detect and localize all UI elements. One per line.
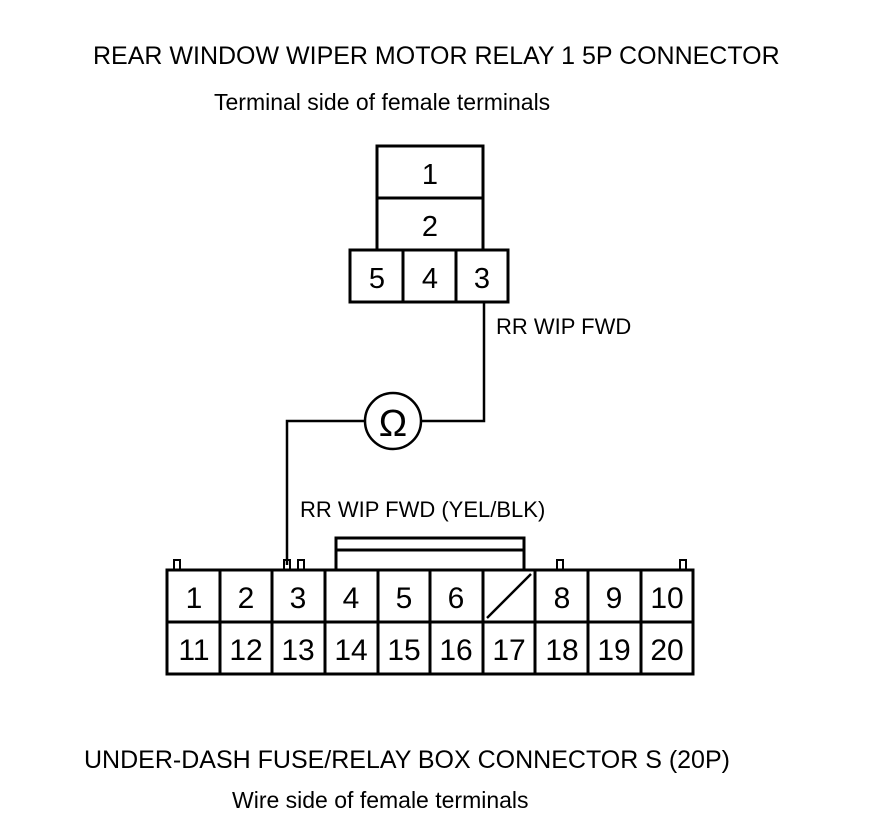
connector-lock-tab — [334, 536, 526, 570]
relay-terminal-5: 5 — [369, 263, 385, 295]
fuse-box-connector-subtitle: Wire side of female terminals — [232, 787, 529, 813]
terminal-4: 4 — [343, 582, 360, 615]
relay-bottom-row — [348, 248, 510, 304]
terminal-1: 1 — [186, 582, 203, 615]
terminal-10: 10 — [650, 582, 683, 615]
terminal-14: 14 — [334, 634, 367, 667]
terminal-20: 20 — [650, 634, 683, 667]
ohmmeter-icon — [363, 391, 423, 451]
empty-cavity-7 — [486, 573, 532, 619]
relay-terminal-1: 1 — [422, 159, 438, 191]
terminal-16: 16 — [439, 634, 472, 667]
terminal-11: 11 — [178, 634, 209, 667]
terminal-6: 6 — [448, 582, 465, 615]
terminal-18: 18 — [545, 634, 578, 667]
terminal-5: 5 — [396, 582, 413, 615]
fuse-box-connector-title: UNDER-DASH FUSE/RELAY BOX CONNECTOR S (2… — [84, 746, 730, 774]
wire-label-upper: RR WIP FWD — [496, 314, 631, 339]
terminal-9: 9 — [606, 582, 623, 615]
test-wire — [285, 302, 486, 565]
relay-5p-connector — [348, 144, 510, 304]
relay-terminal-4: 4 — [422, 263, 438, 295]
terminal-12: 12 — [229, 634, 262, 667]
relay-terminal-3: 3 — [474, 263, 490, 295]
terminal-3: 3 — [290, 582, 307, 615]
connector-row-1: 1 2 3 4 5 6 8 9 10 — [186, 582, 684, 615]
relay-connector-subtitle: Terminal side of female terminals — [214, 89, 551, 115]
relay-connector-title: REAR WINDOW WIPER MOTOR RELAY 1 5P CONNE… — [93, 42, 780, 70]
terminal-17: 17 — [492, 634, 525, 667]
terminal-15: 15 — [387, 634, 420, 667]
relay-terminal-2: 2 — [422, 211, 438, 243]
ohm-symbol: Ω — [379, 403, 407, 445]
terminal-2: 2 — [238, 582, 255, 615]
terminal-13: 13 — [281, 634, 314, 667]
connector-row-2: 11 12 13 14 15 16 17 18 19 20 — [178, 634, 683, 667]
fuse-box-20p-connector — [165, 536, 695, 676]
terminal-8: 8 — [554, 582, 571, 615]
terminal-19: 19 — [597, 634, 630, 667]
wire-label-lower: RR WIP FWD (YEL/BLK) — [300, 497, 545, 522]
